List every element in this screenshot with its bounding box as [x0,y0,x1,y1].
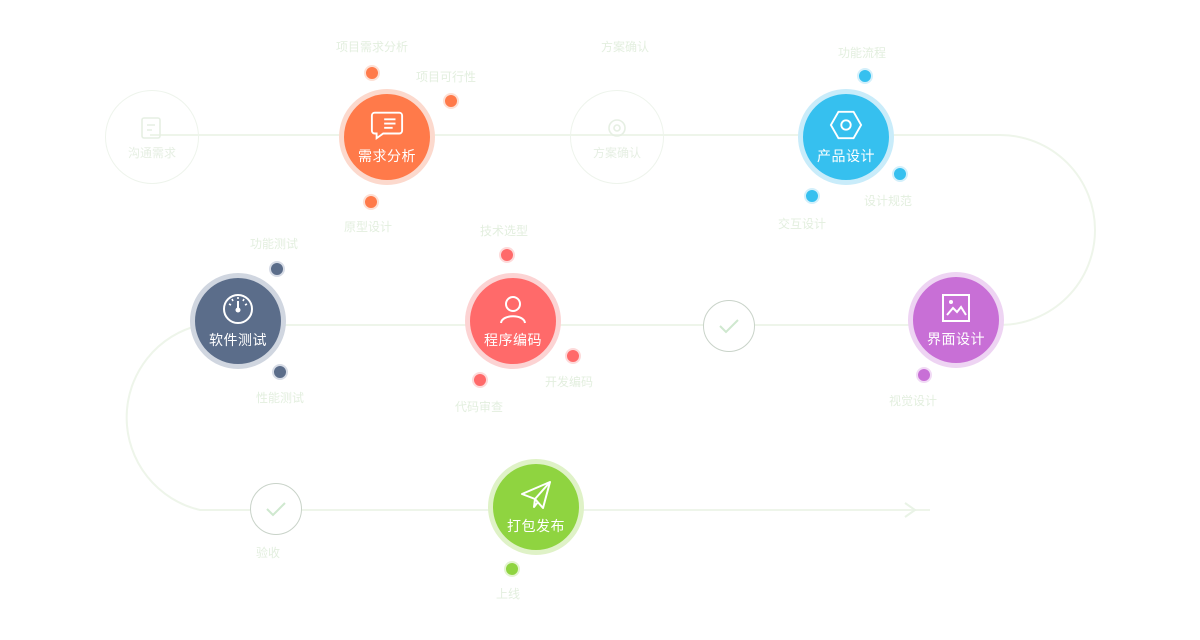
node-package-release[interactable]: 打包发布 [488,459,584,555]
satellite-dot [804,188,820,204]
node-program-coding[interactable]: 程序编码 [465,273,561,369]
faint-label: 项目需求分析 [336,40,409,54]
node-label: 程序编码 [484,333,542,349]
hexagon-nut-icon [829,108,863,142]
check-icon [266,502,286,517]
faint-label: 视觉设计 [889,394,938,408]
check-marker [703,300,755,352]
satellite-dot [892,166,908,182]
faint-label: 代码审查 [455,400,504,414]
ghost-node-label: 方案确认 [592,145,641,160]
faint-label: 原型设计 [344,220,393,234]
satellite-dot [857,68,873,84]
process-flow-line [125,134,1096,511]
faint-label: 性能测试 [256,391,305,405]
check-icon [719,319,739,334]
gauge-icon [221,292,255,326]
satellite-dot [565,348,581,364]
ghost-node-second: 方案确认 [570,90,664,184]
faint-label: 技术选型 [480,224,529,238]
node-ui-design[interactable]: 界面设计 [908,272,1004,368]
faint-label: 设计规范 [864,194,913,208]
satellite-dot [269,261,285,277]
satellite-dot [443,93,459,109]
image-icon [939,291,973,325]
flow-arrow [904,502,917,518]
satellite-dot [472,372,488,388]
satellite-dot [499,247,515,263]
faint-label: 功能测试 [250,237,299,251]
user-icon [496,292,530,326]
node-software-testing[interactable]: 软件测试 [190,273,286,369]
faint-label: 验收 [256,546,281,560]
node-product-design[interactable]: 产品设计 [798,89,894,185]
satellite-dot [363,194,379,210]
check-marker [250,483,302,535]
faint-label: 方案确认 [601,40,650,54]
edit-icon [141,116,161,139]
ghost-node-first: 沟通需求 [105,90,199,184]
node-label: 界面设计 [927,332,985,348]
ghost-node-label: 沟通需求 [127,145,176,160]
satellite-dot [272,364,288,380]
node-label: 软件测试 [209,333,267,349]
gear-icon [608,118,626,137]
chat-icon [370,108,404,142]
satellite-dot [364,65,380,81]
node-label: 产品设计 [817,149,875,165]
satellite-dot [504,561,520,577]
node-requirements-analysis[interactable]: 需求分析 [339,89,435,185]
node-label: 打包发布 [507,519,565,535]
faint-label: 开发编码 [545,375,594,389]
node-label: 需求分析 [358,149,416,165]
faint-label: 项目可行性 [416,70,477,84]
faint-label: 功能流程 [838,46,887,60]
faint-label: 交互设计 [778,217,827,231]
paper-plane-icon [519,478,553,512]
satellite-dot [916,367,932,383]
faint-label: 上线 [496,587,521,601]
